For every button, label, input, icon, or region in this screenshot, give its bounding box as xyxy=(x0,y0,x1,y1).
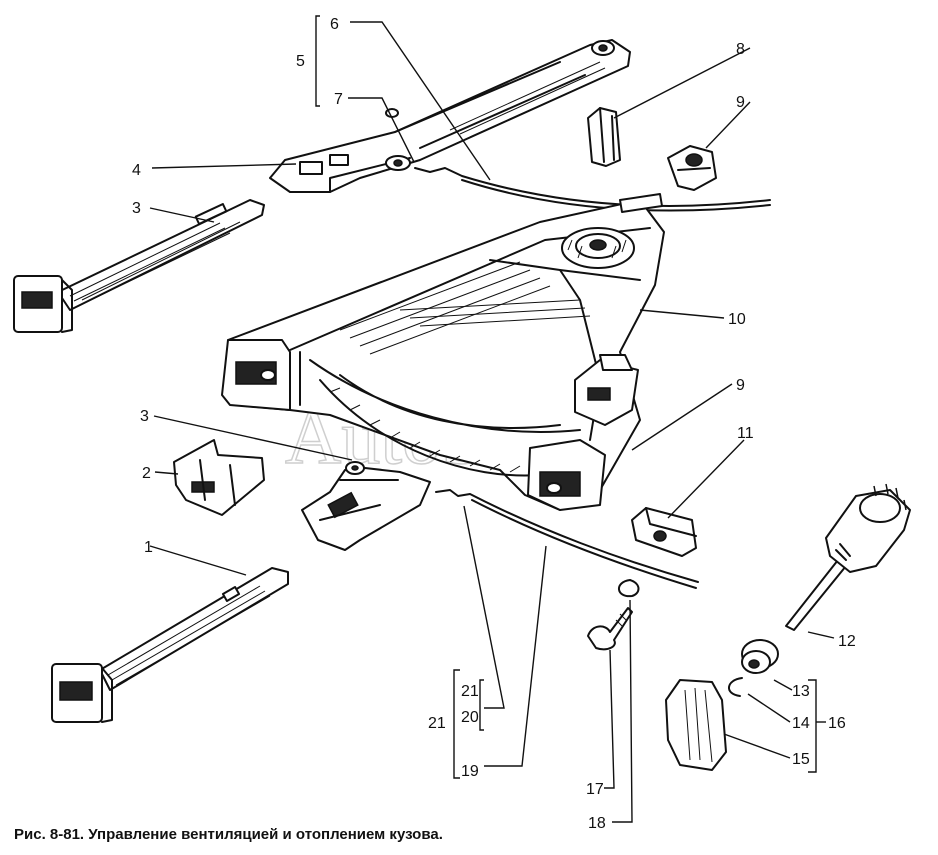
callout-21-outer: 21 xyxy=(428,715,446,732)
callout-4: 4 xyxy=(132,162,141,179)
washer-part-14 xyxy=(728,677,743,697)
callout-9-upper: 9 xyxy=(736,94,745,111)
control-housing-frame xyxy=(221,193,665,511)
leader-lines xyxy=(149,15,835,823)
clip-part-9-upper xyxy=(667,145,717,191)
callout-17: 17 xyxy=(586,781,604,798)
clip-part-2 xyxy=(173,439,265,516)
callout-8: 8 xyxy=(736,41,745,58)
slider-bar-lower xyxy=(51,567,289,723)
cable-upper xyxy=(414,167,771,208)
callout-16: 16 xyxy=(828,715,846,732)
cable-lower xyxy=(435,489,699,583)
switch-part-12 xyxy=(785,483,911,631)
callout-10: 10 xyxy=(728,311,746,328)
callout-labels: 6 5 7 4 3 8 9 10 9 3 2 11 1 12 13 14 16 … xyxy=(132,16,856,832)
callout-1: 1 xyxy=(144,539,153,556)
callout-18: 18 xyxy=(588,815,606,832)
callout-3-lower: 3 xyxy=(140,408,149,425)
cap-part-8 xyxy=(587,107,621,167)
callout-11: 11 xyxy=(737,425,754,442)
callout-13: 13 xyxy=(792,683,810,700)
callout-7: 7 xyxy=(334,91,343,108)
callout-14: 14 xyxy=(792,715,810,732)
knob-part-15 xyxy=(665,679,727,771)
callout-6: 6 xyxy=(330,16,339,33)
slider-bar-upper xyxy=(13,199,265,333)
callout-15: 15 xyxy=(792,751,810,768)
washer-part-18 xyxy=(618,579,640,598)
callout-3-upper: 3 xyxy=(132,200,141,217)
callout-21-inner: 21 xyxy=(461,683,479,700)
callout-19: 19 xyxy=(461,763,479,780)
callout-2: 2 xyxy=(142,465,151,482)
screw-part-17 xyxy=(587,607,633,651)
lower-slider-block xyxy=(301,461,431,551)
callout-20: 20 xyxy=(461,709,479,726)
block-part-11 xyxy=(631,507,697,557)
callout-12: 12 xyxy=(838,633,856,650)
figure-caption: Рис. 8-81. Управление вентиляцией и отоп… xyxy=(14,826,443,843)
callout-9-lower: 9 xyxy=(736,377,745,394)
nut-part-13 xyxy=(741,639,779,674)
upper-lever-assembly xyxy=(269,39,631,193)
callout-5: 5 xyxy=(296,53,305,70)
